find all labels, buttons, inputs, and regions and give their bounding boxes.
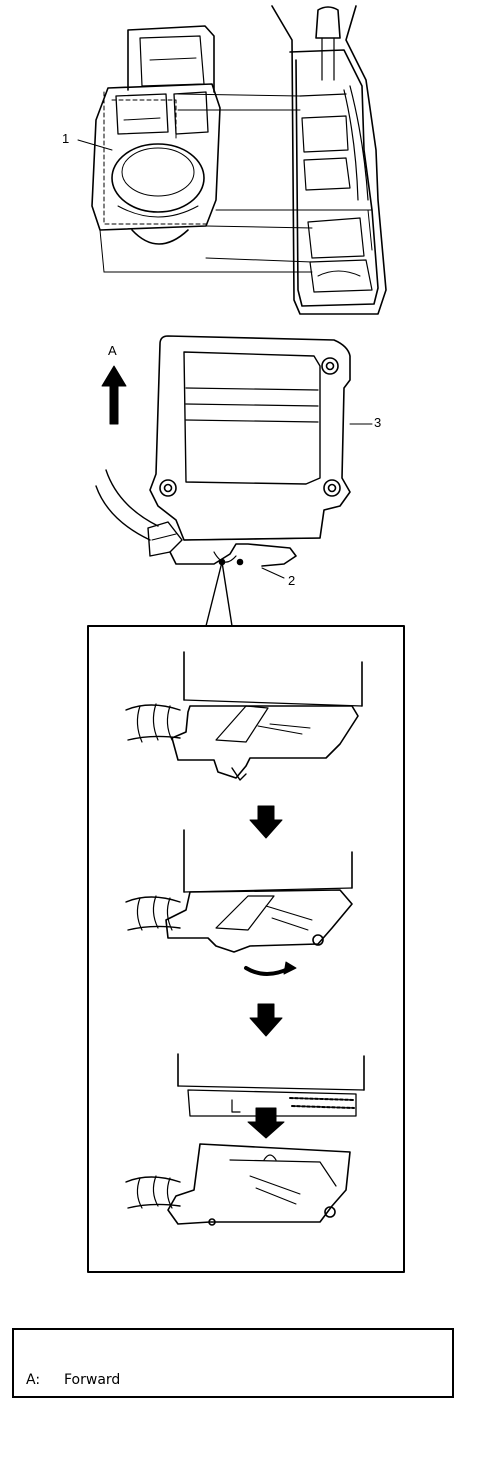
- detail-leader: [205, 561, 233, 627]
- step-arrow-1: [249, 805, 283, 839]
- callout-3: 3: [374, 415, 382, 430]
- detail-inset-frame: [87, 625, 405, 1273]
- alignment-lines: [103, 93, 373, 273]
- shift-console: [271, 5, 387, 315]
- control-module: [149, 335, 351, 541]
- legend-row: A: Forward: [26, 1372, 120, 1388]
- leader-line-2: [261, 567, 285, 579]
- step-arrow-2: [249, 1003, 283, 1037]
- legend-key: A:: [26, 1372, 41, 1388]
- legend-value: Forward: [64, 1372, 121, 1388]
- forward-arrow: [101, 365, 127, 425]
- detail-step-3: [125, 1053, 365, 1226]
- detail-step-1: [125, 651, 363, 781]
- cup-holder-part: [91, 25, 221, 273]
- callout-A: A: [108, 343, 117, 358]
- callout-2: 2: [288, 573, 296, 588]
- bracket-part: [169, 543, 297, 567]
- wire-harness: [95, 469, 183, 557]
- leader-line-1: [77, 139, 113, 151]
- service-illustration: [77, 5, 405, 1273]
- detail-step-2: [125, 829, 353, 976]
- legend-box: A: Forward: [12, 1328, 454, 1398]
- callout-1: 1: [62, 131, 70, 146]
